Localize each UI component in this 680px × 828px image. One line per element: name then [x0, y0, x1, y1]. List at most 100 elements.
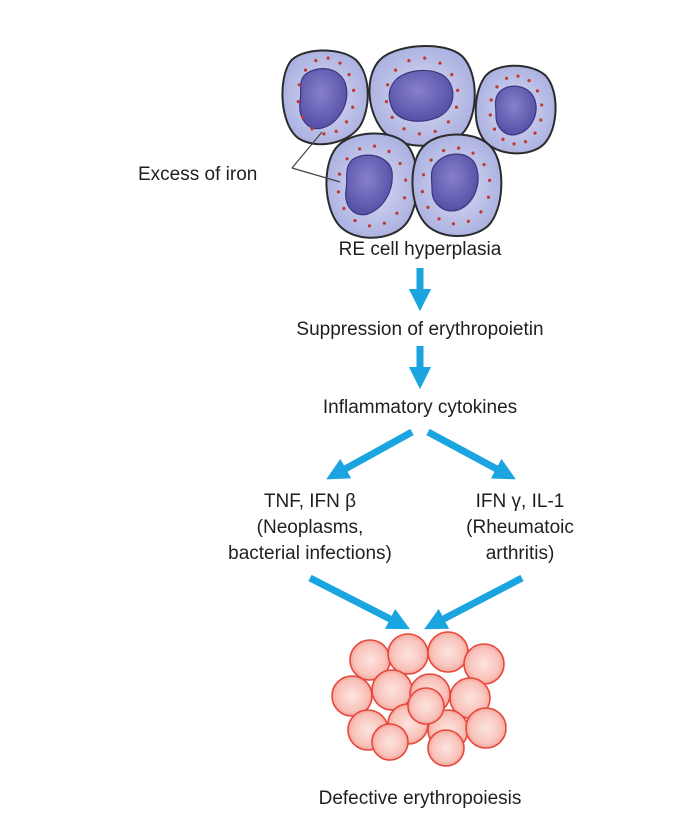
iron-dot: [345, 157, 349, 161]
iron-dot: [386, 83, 390, 87]
iron-dot: [438, 61, 442, 65]
red-blood-cell: [427, 729, 465, 767]
iron-dot: [367, 224, 371, 228]
red-blood-cell-cluster: [331, 631, 507, 767]
iron-dot: [303, 68, 308, 72]
re-cell: [325, 132, 419, 239]
excess-iron-pointer: [291, 131, 341, 183]
iron-dot: [353, 219, 357, 223]
iron-dot: [337, 172, 342, 176]
iron-dot: [373, 144, 377, 148]
iron-dot: [451, 222, 455, 226]
iron-dot: [479, 210, 483, 214]
iron-dot: [442, 149, 446, 153]
iron-dot: [471, 151, 475, 155]
re-hyperplasia-label: RE cell hyperplasia: [338, 239, 502, 260]
iron-dot: [433, 129, 437, 133]
iron-dot: [296, 100, 300, 104]
iron-dot: [527, 79, 531, 83]
arrow-left-to-rbc: [308, 574, 410, 630]
arrow-to-left-branch: [326, 428, 414, 480]
iron-dot: [395, 211, 399, 215]
iron-dot: [407, 59, 411, 63]
iron-dot: [429, 158, 433, 162]
iron-dot: [358, 147, 362, 151]
cytokines-label: Inflammatory cytokines: [322, 397, 518, 418]
iron-dot: [488, 113, 492, 117]
iron-dot: [504, 76, 509, 80]
iron-dot: [446, 120, 450, 124]
left-branch-line-1: TNF, IFN β: [263, 491, 357, 512]
iron-dot: [338, 61, 342, 65]
re-cell-cluster: [281, 45, 557, 239]
iron-dot: [402, 196, 407, 200]
iron-dot: [402, 127, 406, 131]
iron-dot: [382, 221, 386, 225]
right-branch-line-3: arthritis): [485, 543, 555, 564]
iron-dot: [384, 100, 388, 104]
iron-dot: [426, 205, 430, 209]
iron-dot: [535, 89, 540, 93]
re-cell: [368, 45, 476, 147]
iron-dot: [512, 142, 516, 146]
iron-dot: [390, 115, 394, 119]
iron-dot: [421, 173, 426, 177]
iron-dot: [533, 131, 537, 135]
iron-dot: [540, 103, 544, 107]
iron-dot: [486, 195, 491, 199]
red-blood-cell: [387, 633, 429, 675]
iron-dot: [394, 68, 398, 72]
iron-dot: [437, 217, 441, 221]
iron-dot: [351, 105, 355, 109]
iron-dot: [297, 83, 301, 87]
iron-dot: [450, 73, 454, 77]
iron-dot: [310, 127, 314, 131]
right-branch-line-1: IFN γ, IL-1: [475, 491, 565, 512]
iron-dot: [301, 115, 305, 119]
re-cell: [474, 64, 557, 155]
iron-dot: [342, 206, 346, 211]
defective-erythropoiesis-label: Defective erythropoiesis: [318, 788, 522, 809]
red-blood-cell: [465, 707, 507, 749]
iron-dot: [516, 74, 520, 78]
iron-dot: [336, 190, 340, 194]
iron-dot: [523, 140, 528, 144]
iron-dot: [326, 56, 330, 60]
arrow-right-to-rbc: [424, 574, 524, 630]
iron-dot: [539, 118, 543, 122]
iron-dot: [489, 98, 493, 102]
red-blood-cell: [331, 675, 373, 717]
iron-dot: [488, 178, 492, 182]
iron-dot: [457, 146, 461, 150]
red-blood-cell: [407, 687, 445, 725]
re-cell: [411, 133, 503, 238]
iron-dot: [423, 56, 427, 60]
iron-dot: [501, 137, 505, 141]
iron-dot: [344, 120, 349, 124]
red-blood-cell: [427, 631, 469, 673]
iron-dot: [347, 73, 351, 77]
suppression-label: Suppression of erythropoietin: [296, 319, 544, 340]
iron-dot: [466, 219, 470, 223]
iron-granules: [296, 56, 544, 228]
excess-iron-label: Excess of iron: [138, 164, 258, 185]
iron-dot: [387, 149, 391, 153]
re-cell: [281, 49, 369, 146]
iron-dot: [334, 129, 338, 133]
iron-dot: [314, 59, 318, 63]
arrow-to-right-branch: [426, 428, 516, 480]
iron-dot: [417, 132, 421, 136]
iron-dot: [322, 132, 326, 136]
iron-dot: [456, 88, 460, 92]
iron-dot: [398, 161, 402, 166]
right-branch-line-2: (Rheumatoic: [466, 517, 574, 538]
iron-dot: [420, 190, 424, 194]
left-branch-line-3: bacterial infections): [228, 543, 392, 564]
iron-dot: [482, 163, 486, 167]
iron-dot: [352, 88, 356, 92]
iron-dot: [454, 105, 458, 109]
flow-arrows: [308, 268, 524, 630]
iron-dot: [495, 85, 499, 89]
